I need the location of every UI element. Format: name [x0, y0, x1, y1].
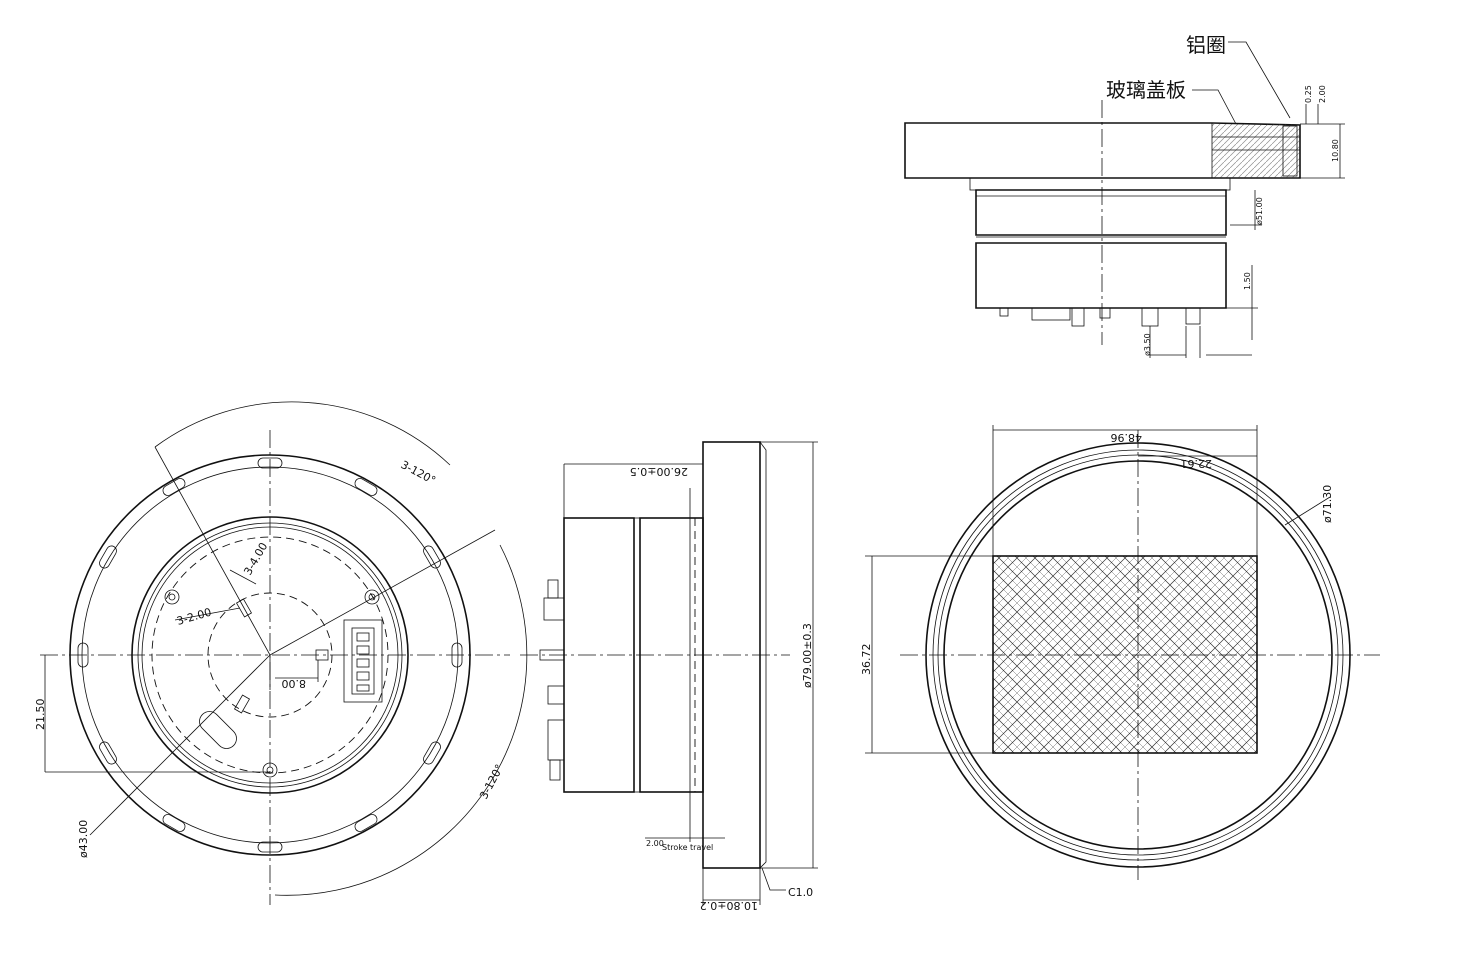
dim-21-50: 21.50: [34, 699, 47, 731]
dim-48-96: 48.96: [1111, 431, 1143, 444]
dim-3-2-00: 3-2.00: [175, 606, 213, 628]
dim-phi79: ø79.00±0.3: [801, 623, 814, 688]
dim-phi3-5: ø3.50: [1143, 333, 1152, 356]
rear-view: [40, 401, 528, 905]
dim-phi43: ø43.00: [77, 820, 90, 858]
side-elevation-view: [520, 441, 818, 905]
dim-1-50: 1.50: [1243, 272, 1252, 290]
aluminum-ring-callout: 铝圈: [1186, 33, 1226, 57]
display-area: [993, 556, 1257, 753]
dim-10-80-tol: 10.80±0.2: [700, 899, 758, 912]
dim-8-00: 8.00: [282, 677, 307, 690]
dim-0-25: 0.25: [1304, 85, 1313, 103]
dim-10-80: 10.80: [1331, 139, 1340, 162]
side-section-view: [904, 41, 1345, 358]
dim-2-00-travel: 2.00: [646, 839, 664, 848]
dim-3-120-bottom: 3-120°: [477, 762, 506, 801]
dim-3-120-top: 3-120°: [399, 458, 438, 487]
dim-22-61: 22.61: [1181, 457, 1213, 470]
dim-36-72: 36.72: [860, 644, 873, 676]
dim-phi71-30: ø71.30: [1321, 485, 1334, 523]
travel-label: Stroke travel: [662, 843, 713, 852]
dim-phi51: ø51.00: [1255, 197, 1264, 225]
dim-c1: C1.0: [788, 886, 813, 899]
dim-26: 26.00±0.5: [630, 465, 688, 478]
front-view: [865, 425, 1380, 880]
dim-3-4-00: 3-4.00: [241, 540, 270, 577]
dim-2-00: 2.00: [1318, 85, 1327, 103]
glass-cover-callout: 玻璃盖板: [1106, 78, 1186, 102]
